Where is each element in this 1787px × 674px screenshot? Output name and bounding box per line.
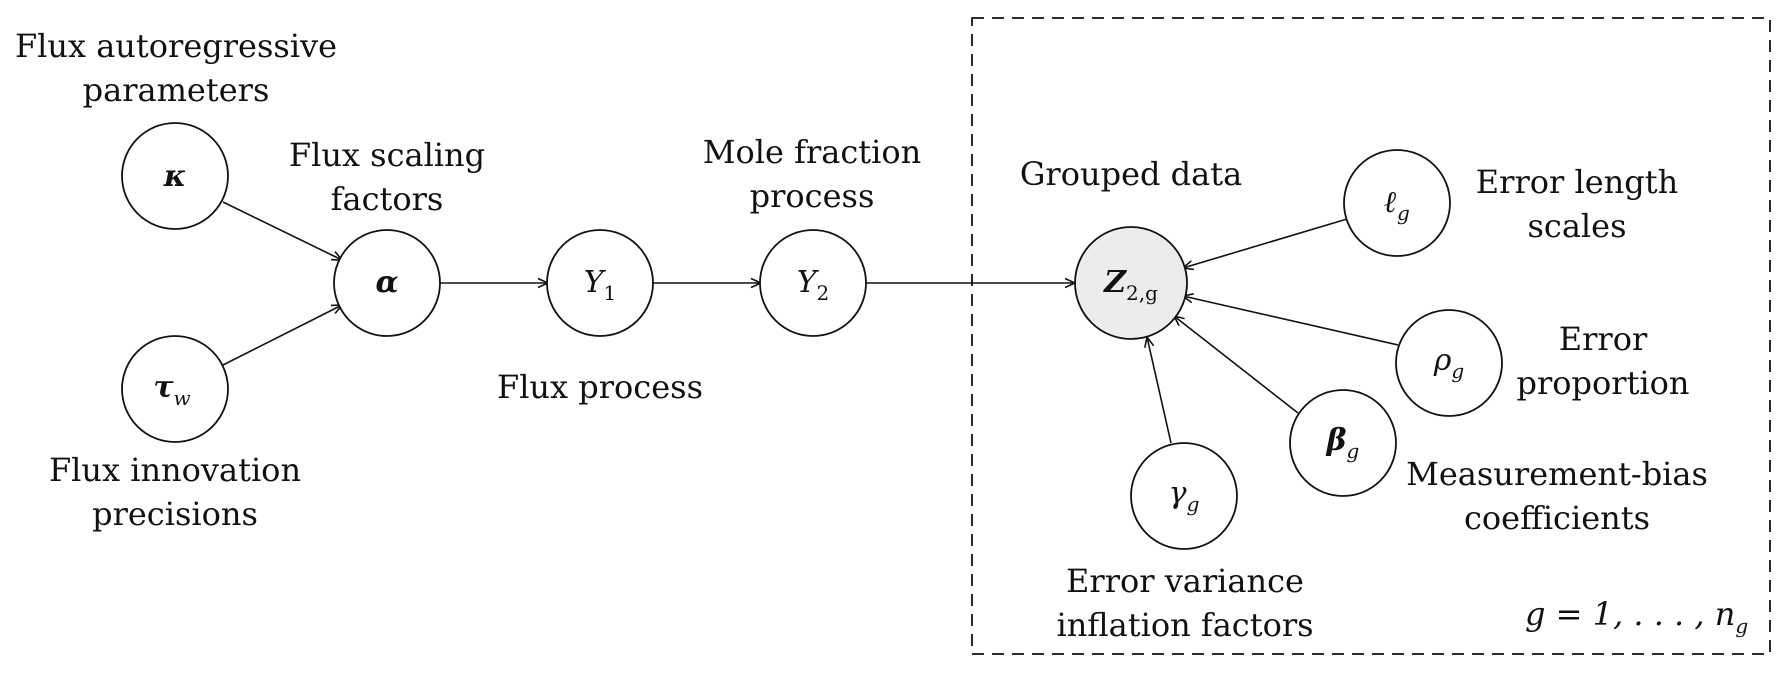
label-flux-innov-line2: precisions [92,495,258,533]
node-gamma-g: γg [1130,442,1238,550]
label-grouped-data: Grouped data [1020,155,1242,193]
node-ell-label: ℓg [1384,185,1410,225]
label-error-prop-line2: proportion [1516,364,1689,402]
node-beta-label: βg [1326,423,1360,463]
node-gamma-label: γg [1169,476,1200,516]
label-err-var-line1: Error variance [1066,562,1304,600]
edge-rho-z [1183,296,1399,346]
node-kappa: κ [121,122,229,230]
edge-kappa-alpha [222,201,342,260]
plate-index-label: g = 1, . . . , ng [1525,595,1748,638]
node-y1: Y1 [546,229,654,337]
label-meas-bias-line2: coefficients [1464,499,1650,537]
plate-group-g [971,17,1771,655]
edge-gamma-z [1147,337,1172,444]
node-ell-g: ℓg [1343,149,1451,257]
label-error-length-line1: Error length [1476,163,1678,201]
label-flux-ar-line2: parameters [83,71,270,109]
label-flux-scaling-line2: factors [331,180,444,218]
node-rho-g: ρg [1395,309,1503,417]
node-y1-label: Y1 [584,265,617,305]
label-mole-fraction-line2: process [750,177,875,215]
label-error-prop-line1: Error [1559,320,1648,358]
node-alpha: α [333,229,441,337]
label-err-var-line2: inflation factors [1056,606,1313,644]
label-error-length-line2: scales [1527,207,1626,245]
edge-ell-z [1183,218,1348,268]
node-alpha-label: α [375,265,398,300]
edge-beta-z [1174,316,1299,414]
node-z-label: Z2,g [1103,265,1158,305]
label-flux-process: Flux process [497,368,703,406]
label-meas-bias-line1: Measurement-bias [1406,455,1708,493]
node-y2: Y2 [759,229,867,337]
node-z-observed: Z2,g [1074,226,1188,340]
label-flux-innov-line1: Flux innovation [49,451,301,489]
label-flux-ar-line1: Flux autoregressive [15,27,337,65]
node-tau-w-label: τw [153,370,190,410]
label-mole-fraction-line1: Mole fraction [703,133,921,171]
node-kappa-label: κ [163,159,187,194]
node-y2-label: Y2 [797,265,830,305]
node-rho-label: ρg [1433,343,1464,383]
node-tau-w: τw [121,335,229,443]
node-beta-g: βg [1289,389,1397,497]
label-flux-scaling-line1: Flux scaling [289,136,485,174]
edge-tau-alpha [222,305,342,366]
